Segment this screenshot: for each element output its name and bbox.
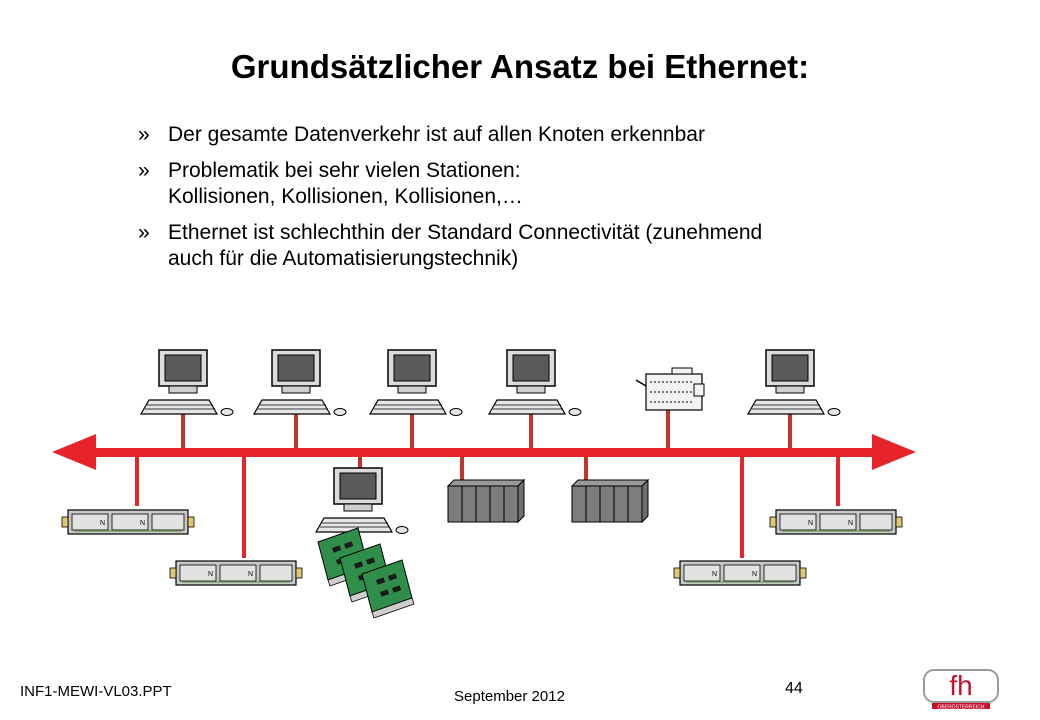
- bullet-text: Kollisionen, Kollisionen, Kollisionen,…: [168, 185, 523, 208]
- bullet-item: » Ethernet ist schlechthin der Standard …: [138, 220, 938, 272]
- footer-document-name: INF1-MEWI-VL03.PPT: [20, 683, 172, 700]
- drive-controller-icon: [673, 560, 807, 586]
- page-number: 44: [785, 680, 803, 697]
- computer-icon: [315, 467, 409, 535]
- ethernet-bus: [52, 434, 916, 470]
- bullet-text: Ethernet ist schlechthin der Standard Co…: [168, 221, 763, 244]
- bullet-list: » Der gesamte Datenverkehr ist auf allen…: [138, 122, 938, 282]
- computer-icon: [747, 349, 841, 417]
- drive-controller-icon: [169, 560, 303, 586]
- bullet-marker: »: [138, 159, 150, 182]
- bullet-marker: »: [138, 123, 150, 146]
- drive-controller-icon: [61, 509, 195, 535]
- bullet-item: » Problematik bei sehr vielen Stationen:…: [138, 158, 938, 210]
- bullet-text: Problematik bei sehr vielen Stationen:: [168, 159, 521, 182]
- rack-icon: [571, 479, 649, 523]
- fh-logo: fh OBERÖSTERREICH: [923, 669, 999, 711]
- logo-subtitle: OBERÖSTERREICH: [938, 704, 985, 711]
- footer-date: September 2012: [454, 688, 565, 705]
- computer-icon: [140, 349, 234, 417]
- computer-icon: [488, 349, 582, 417]
- drive-controller-icon: [769, 509, 903, 535]
- bullet-text: Der gesamte Datenverkehr ist auf allen K…: [168, 123, 705, 146]
- bullet-text: auch für die Automatisierungstechnik): [168, 247, 519, 270]
- bullet-marker: »: [138, 221, 150, 244]
- slide-title: Grundsätzlicher Ansatz bei Ethernet:: [230, 48, 810, 85]
- rack-icon: [447, 479, 525, 523]
- io-cards-icon: [317, 527, 415, 619]
- bullet-item: » Der gesamte Datenverkehr ist auf allen…: [138, 122, 938, 148]
- logo-text: fh: [949, 670, 972, 701]
- computer-icon: [253, 349, 347, 417]
- plc-module-icon: [635, 367, 705, 411]
- ethernet-bus-diagram: N N: [52, 349, 916, 619]
- computer-icon: [369, 349, 463, 417]
